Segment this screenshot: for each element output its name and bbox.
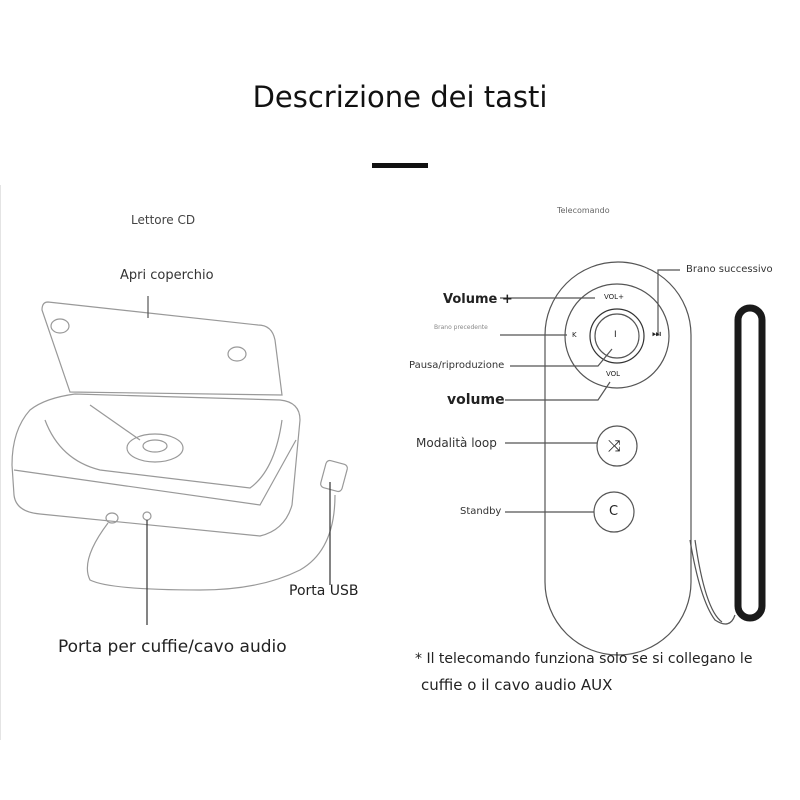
play-pause-button[interactable]: I: [614, 330, 617, 340]
label-next-track: Brano successivo: [686, 264, 773, 275]
cd-spindle: [126, 433, 184, 463]
remote-body: [544, 261, 692, 656]
label-standby: Standby: [460, 506, 502, 517]
title-underline: [372, 163, 428, 168]
remote-note-line2: cuffie o il cavo audio AUX: [421, 676, 613, 694]
usb-plug: [320, 459, 348, 493]
standby-icon[interactable]: C: [609, 504, 619, 519]
label-play-pause: Pausa/riproduzione: [409, 360, 505, 371]
remote-lanyard: [734, 304, 766, 622]
page-title: Descrizione dei tasti: [252, 80, 548, 114]
label-previous-track: Brano precedente: [434, 324, 488, 331]
label-headphone-port: Porta per cuffie/cavo audio: [58, 637, 287, 657]
remote-note-line1: * Il telecomando funziona solo se si col…: [415, 651, 753, 667]
prev-track-button[interactable]: K: [572, 331, 577, 339]
label-loop-mode: Modalità loop: [416, 436, 497, 450]
dpad-ring: [564, 283, 670, 389]
label-volume-down: volume: [447, 392, 505, 408]
loop-button: [596, 425, 638, 467]
loop-icon[interactable]: ⤨: [608, 436, 621, 455]
panel-border: [0, 185, 1, 740]
remote-heading: Telecomando: [557, 206, 610, 215]
label-open-lid: Apri coperchio: [120, 268, 214, 283]
remote-drawing: [500, 261, 736, 656]
label-volume-up: Volume +: [443, 292, 513, 307]
vol-down-button[interactable]: VOL: [606, 370, 621, 378]
next-track-icon[interactable]: ⏭: [652, 329, 661, 340]
cd-lid: [41, 301, 283, 396]
label-usb-port: Porta USB: [289, 583, 359, 599]
cd-player-drawing: [11, 296, 348, 625]
cd-base: [11, 393, 301, 537]
vol-up-button[interactable]: VOL+: [604, 293, 624, 301]
cd-player-heading: Lettore CD: [131, 213, 196, 227]
